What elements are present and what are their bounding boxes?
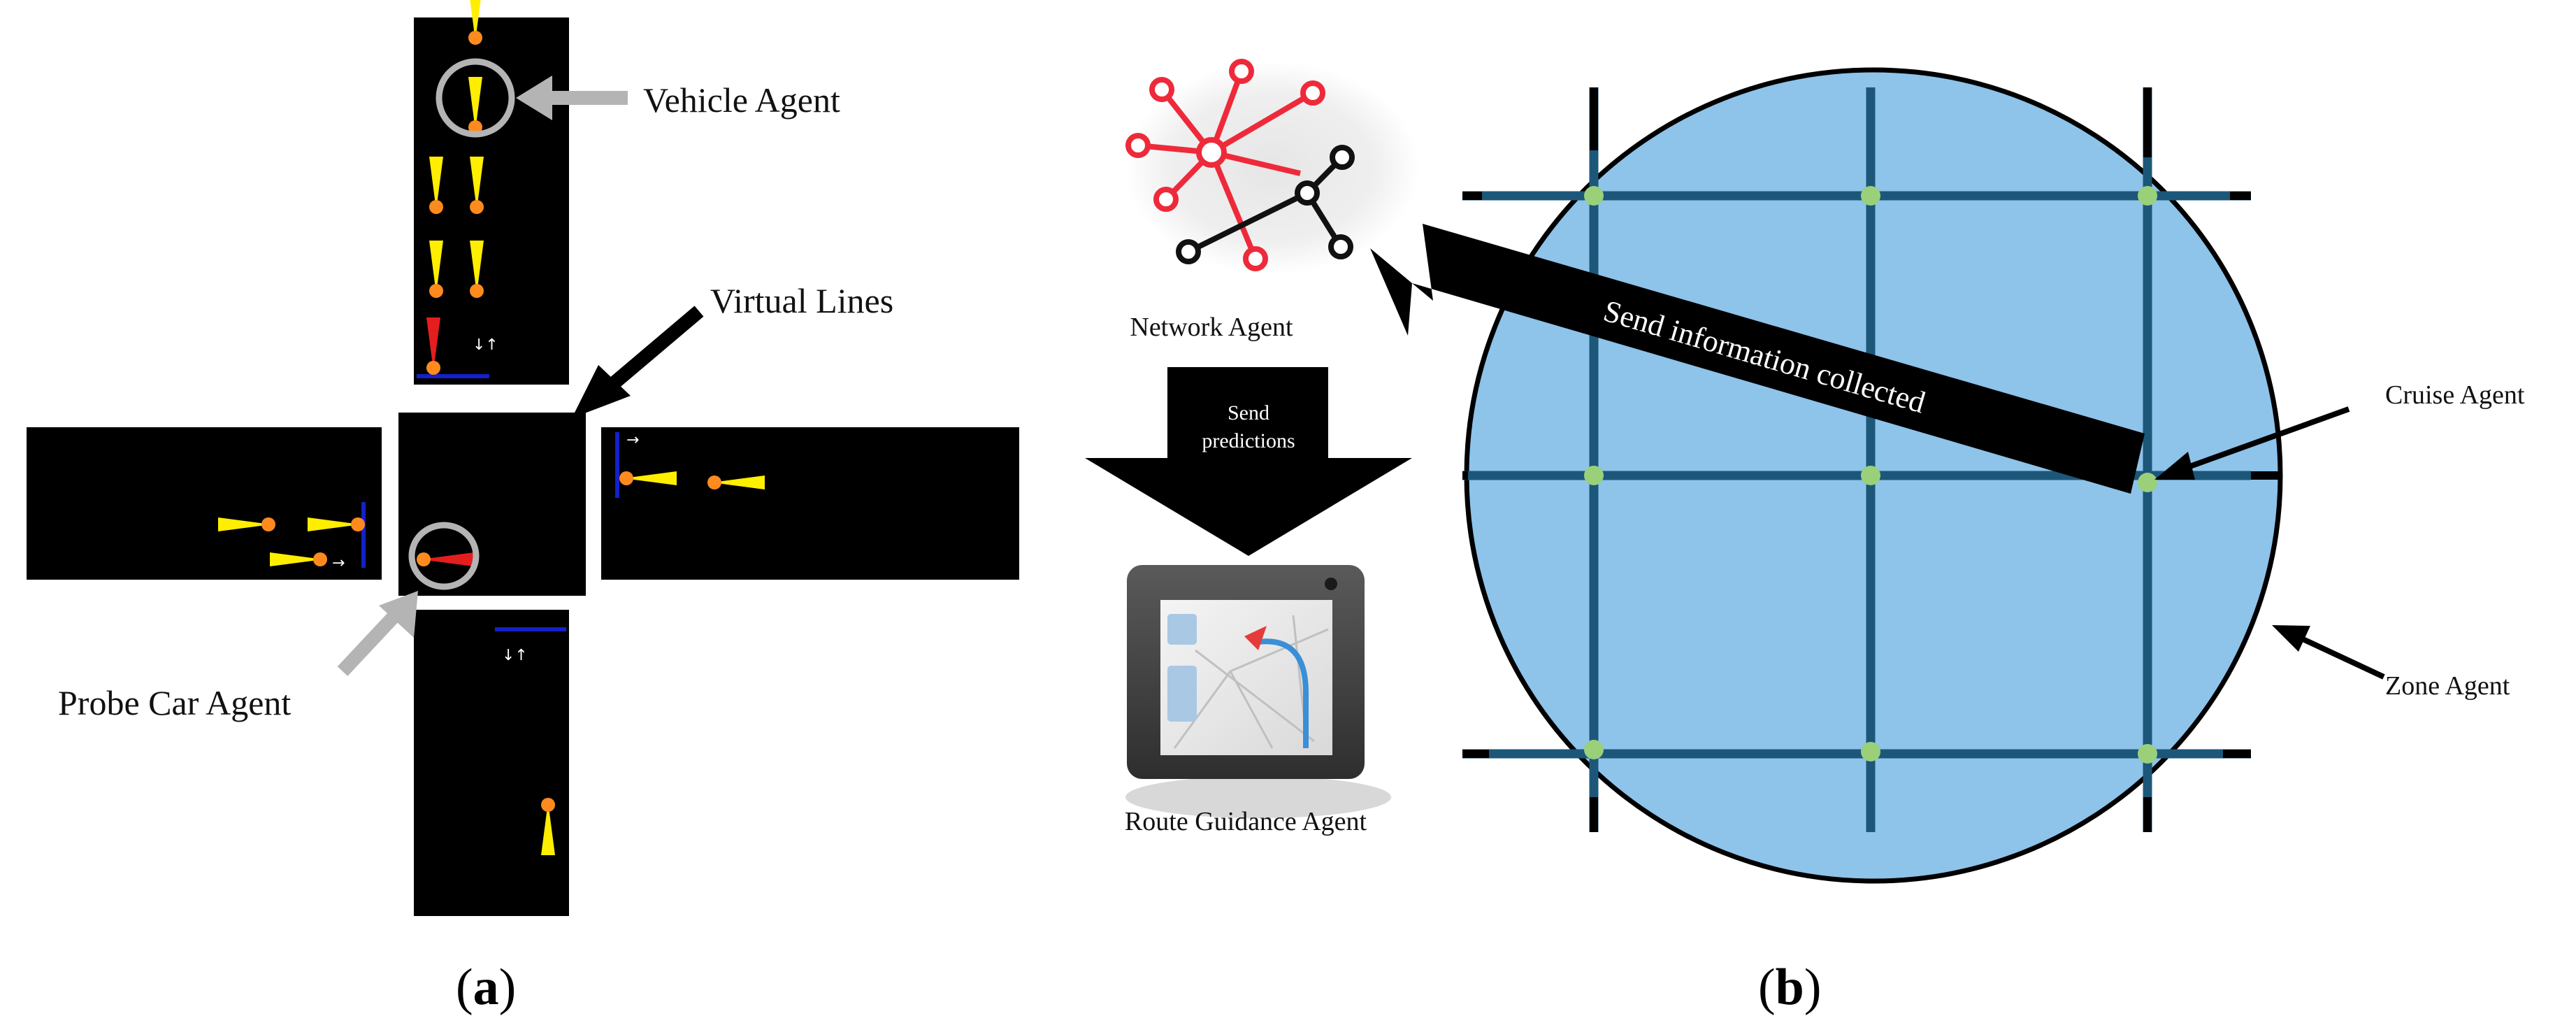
label-send-predictions-1: Send [1228, 401, 1269, 424]
cruise-node [1584, 466, 1604, 485]
label-cruise-agent: Cruise Agent [2385, 380, 2525, 410]
callout-circle [436, 58, 515, 138]
vehicles-west: → [218, 517, 365, 572]
caption-b: (b) [1758, 959, 1821, 1016]
callout-circle [408, 522, 480, 590]
label-send-predictions-2: predictions [1202, 429, 1295, 452]
cruise-node [1584, 740, 1604, 759]
route-guidance-agent: Route Guidance Agent [1125, 565, 1391, 836]
vehicles-north: ↓↑ [426, 0, 498, 375]
zone-agent [1462, 67, 2283, 884]
cruise-node [2138, 186, 2157, 206]
label-probe-car-agent: Probe Car Agent [58, 683, 291, 722]
caption-a: (a) [456, 959, 516, 1016]
callout-probe-car-agent: Probe Car Agent [58, 522, 480, 722]
road-west [27, 427, 382, 580]
cruise-node [1861, 466, 1880, 485]
callout-zone-agent: Zone Agent [2272, 625, 2510, 701]
vehicles-east: → [619, 431, 765, 489]
callout-virtual-lines: Virtual Lines [572, 281, 893, 418]
callout-vehicle-agent: Vehicle Agent [436, 58, 840, 138]
network-agent: Network Agent [1125, 59, 1419, 342]
svg-text:↓↑: ↓↑ [502, 647, 528, 664]
callout-cruise-agent: Cruise Agent [2154, 380, 2525, 480]
route-line [1258, 638, 1309, 748]
cruise-node [2138, 473, 2157, 492]
intersection-roads [27, 17, 1019, 916]
network-icon [1125, 59, 1325, 271]
panel-b: Network Agent Send predictions Route Gui… [1085, 59, 2525, 1016]
cruise-node [1861, 742, 1880, 761]
road-south [414, 610, 569, 916]
big-arrow [1370, 224, 2145, 494]
cruise-node [1584, 186, 1604, 206]
cruise-nodes [1584, 186, 2157, 764]
intersection-core [398, 413, 586, 596]
svg-text:↓↑: ↓↑ [473, 336, 498, 354]
send-predictions-arrow: Send predictions [1085, 367, 1412, 556]
road-east [601, 427, 1019, 580]
label-virtual-lines: Virtual Lines [710, 281, 893, 320]
panel-a: ↓↑ → → ↓↑ Vehicle Agent V [27, 0, 1019, 1016]
caption-letter-a: a [473, 959, 499, 1016]
cruise-node [1861, 186, 1880, 206]
caption-letter-b: b [1776, 959, 1804, 1016]
label-network-agent: Network Agent [1130, 313, 1293, 342]
label-route-guidance-agent: Route Guidance Agent [1125, 807, 1367, 836]
label-vehicle-agent: Vehicle Agent [643, 80, 840, 120]
svg-text:→: → [332, 555, 345, 572]
network-icon-black [1176, 145, 1355, 264]
virtual-lines [361, 374, 619, 631]
svg-text:→: → [626, 431, 639, 449]
vehicles-south: ↓↑ [502, 647, 555, 855]
nav-pointer [1244, 626, 1267, 650]
label-zone-agent: Zone Agent [2385, 671, 2510, 701]
cruise-node [2138, 744, 2157, 764]
down-arrow [1085, 367, 1412, 556]
